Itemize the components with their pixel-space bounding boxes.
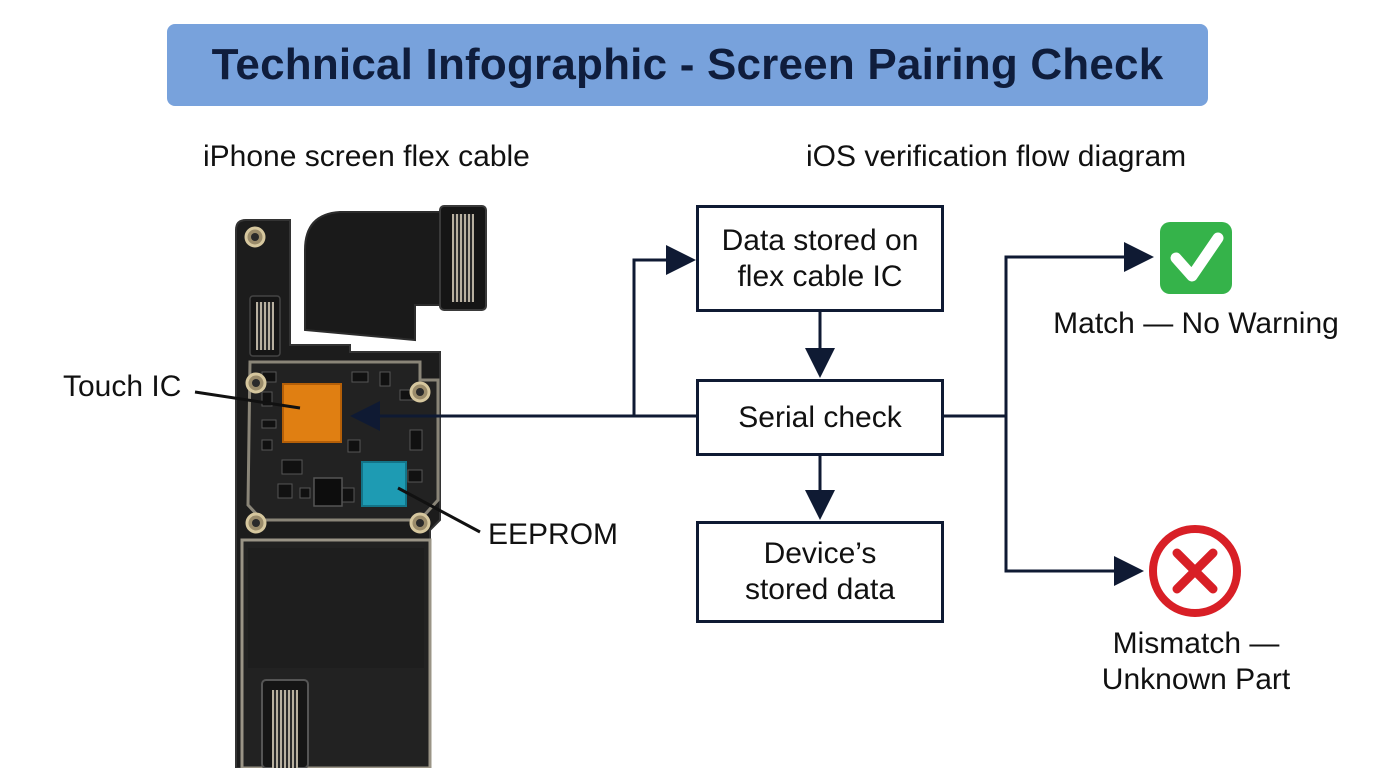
check-mark-icon <box>1160 222 1232 294</box>
page-title: Technical Infographic - Screen Pairing C… <box>211 40 1164 89</box>
right-section-heading: iOS verification flow diagram <box>806 140 1187 173</box>
flow-step-flex-data-label: Data stored on flex cable IC <box>721 223 919 293</box>
touch-ic-label: Touch IC <box>63 370 182 403</box>
touch-ic-callout-line <box>194 390 301 410</box>
small-chip <box>313 477 343 507</box>
mismatch-outcome-label: Mismatch — Unknown Part <box>1101 627 1291 696</box>
touch-ic-chip <box>282 383 342 443</box>
flow-step-device-data: Device’s stored data <box>696 521 944 623</box>
flow-step-flex-data: Data stored on flex cable IC <box>696 205 944 312</box>
cross-mark-icon <box>1149 525 1241 617</box>
eeprom-label: EEPROM <box>488 518 619 551</box>
flow-step-serial-check-label: Serial check <box>738 400 902 434</box>
flex-ribbon <box>304 211 441 342</box>
chip-to-flex-arrow <box>632 245 696 418</box>
to-mismatch-arrow <box>1004 416 1144 586</box>
to-match-arrow <box>1004 242 1154 416</box>
title-banner: Technical Infographic - Screen Pairing C… <box>167 24 1208 106</box>
left-section-heading: iPhone screen flex cable <box>203 140 530 173</box>
flow-step-device-data-label: Device’s stored data <box>744 537 896 606</box>
eeprom-callout-line <box>397 486 481 534</box>
match-outcome-label: Match — No Warning <box>1053 307 1339 340</box>
flow-step-serial-check: Serial check <box>696 379 944 456</box>
eeprom-chip <box>361 461 407 507</box>
